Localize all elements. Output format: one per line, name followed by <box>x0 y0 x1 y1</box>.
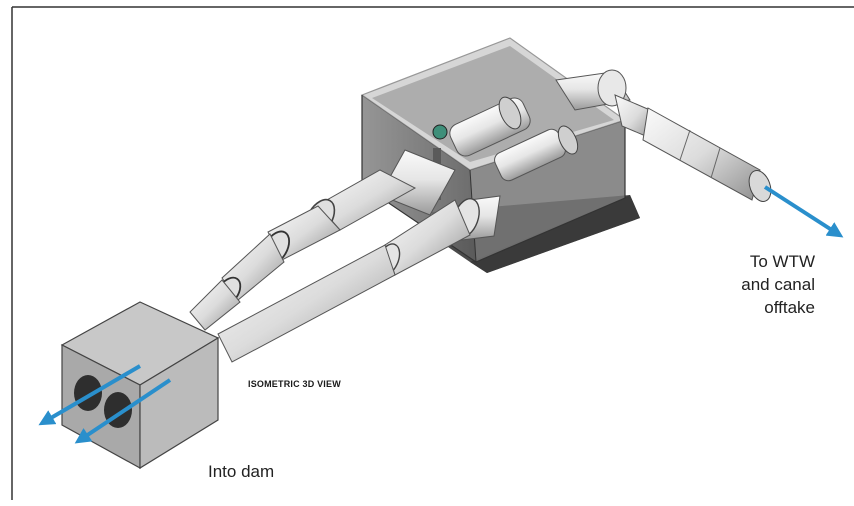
valve-wheel <box>432 124 448 140</box>
outlet-label-line1: To WTW <box>749 252 815 271</box>
outlet-label-line3: offtake <box>764 298 815 317</box>
outlet-label-line2: and canal <box>741 275 815 294</box>
arrow-icon <box>763 185 844 238</box>
flow-arrows <box>38 185 844 444</box>
inlet-label: Into dam <box>208 462 275 481</box>
arrow-icon <box>38 364 142 426</box>
arrow-icon <box>74 378 172 444</box>
inlet-structure <box>60 301 220 470</box>
chamber-front-wall <box>470 120 625 262</box>
outlet-label: To WTW and canal offtake <box>700 250 815 319</box>
view-label: ISOMETRIC 3D VIEW <box>248 379 341 389</box>
upper-pipe-run <box>189 149 456 331</box>
outlet-pipe <box>555 69 772 202</box>
lower-pipe-run <box>217 195 501 363</box>
